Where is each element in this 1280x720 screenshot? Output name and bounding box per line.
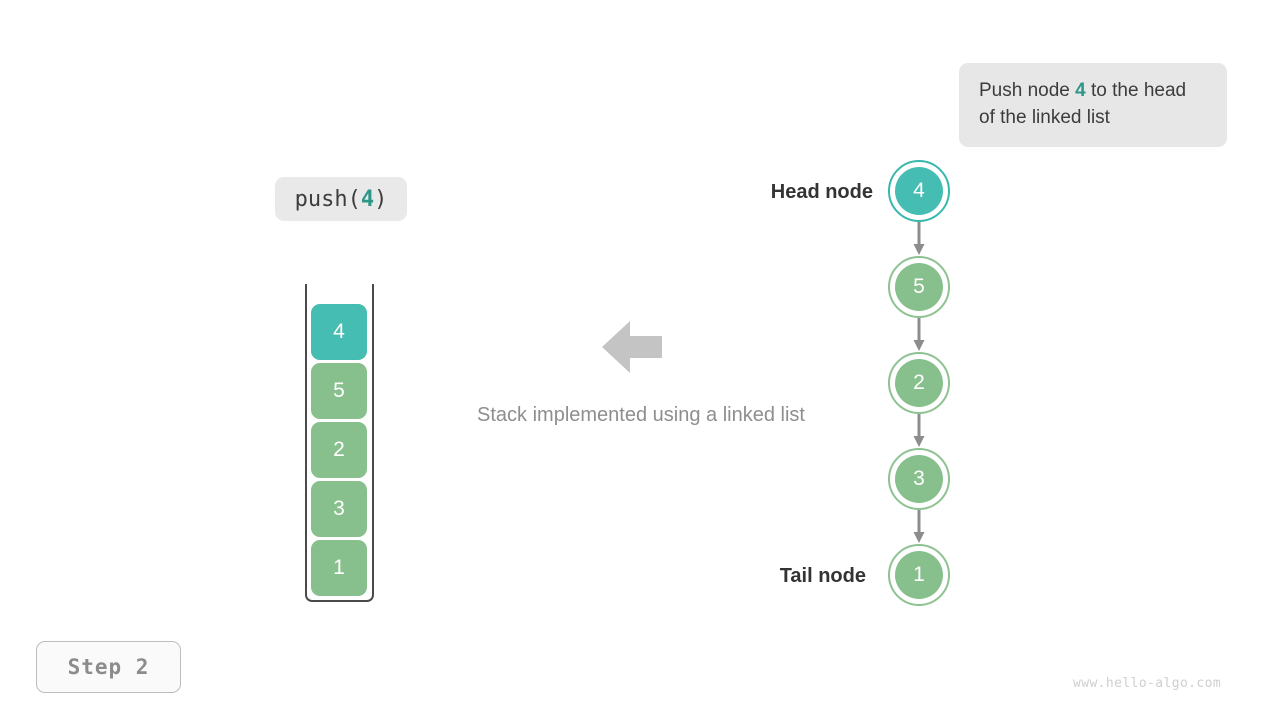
- operation-code-chip: push(4): [275, 177, 407, 221]
- linked-list-node: 1: [888, 544, 950, 606]
- stack-cell: 2: [311, 422, 367, 478]
- stack-cell-value: 5: [333, 379, 345, 402]
- callout-highlight-value: 4: [1075, 80, 1086, 101]
- link-arrow-icon: [912, 318, 926, 352]
- linked-list-node: 2: [888, 352, 950, 414]
- callout-tooltip: Push node 4 to the head of the linked li…: [959, 63, 1227, 147]
- tail-node-label: Tail node: [779, 565, 866, 587]
- watermark: www.hello-algo.com: [1073, 676, 1222, 691]
- stack-cell: 3: [311, 481, 367, 537]
- stack-cell: 5: [311, 363, 367, 419]
- stack-cell: 1: [311, 540, 367, 596]
- node-value: 2: [913, 371, 925, 394]
- diagram-caption: Stack implemented using a linked list: [477, 404, 805, 426]
- node-value: 3: [913, 467, 925, 490]
- step-badge: Step 2: [36, 641, 181, 693]
- node-value: 1: [913, 563, 925, 586]
- code-chip-prefix: push(: [294, 186, 361, 212]
- link-arrow-icon: [912, 510, 926, 544]
- stack-cell-value: 4: [333, 320, 345, 343]
- head-node-label: Head node: [770, 181, 873, 203]
- linked-list-node: 5: [888, 256, 950, 318]
- node-circle: [895, 551, 943, 599]
- code-chip-suffix: ): [374, 186, 388, 212]
- callout-text-before: Push node: [979, 80, 1076, 101]
- node-circle: [895, 263, 943, 311]
- node-circle: [895, 359, 943, 407]
- stack-cell-list: 4 5 2 3 1: [311, 304, 367, 599]
- arrow-left-icon: [602, 321, 662, 373]
- stack-cell-value: 1: [333, 556, 345, 579]
- node-circle: [895, 455, 943, 503]
- stack-cell: 4: [311, 304, 367, 360]
- stack-cell-value: 3: [333, 497, 345, 520]
- link-arrow-icon: [912, 222, 926, 256]
- node-value: 4: [913, 179, 925, 202]
- node-circle: [895, 167, 943, 215]
- link-arrow-icon: [912, 414, 926, 448]
- callout-text-after: to the head of the linked list: [979, 80, 1187, 128]
- code-chip-argument: 4: [360, 186, 375, 212]
- linked-list-node: 4: [888, 160, 950, 222]
- node-value: 5: [913, 275, 925, 298]
- stack-container: [305, 284, 374, 602]
- linked-list-node: 3: [888, 448, 950, 510]
- stack-cell-value: 2: [333, 438, 345, 461]
